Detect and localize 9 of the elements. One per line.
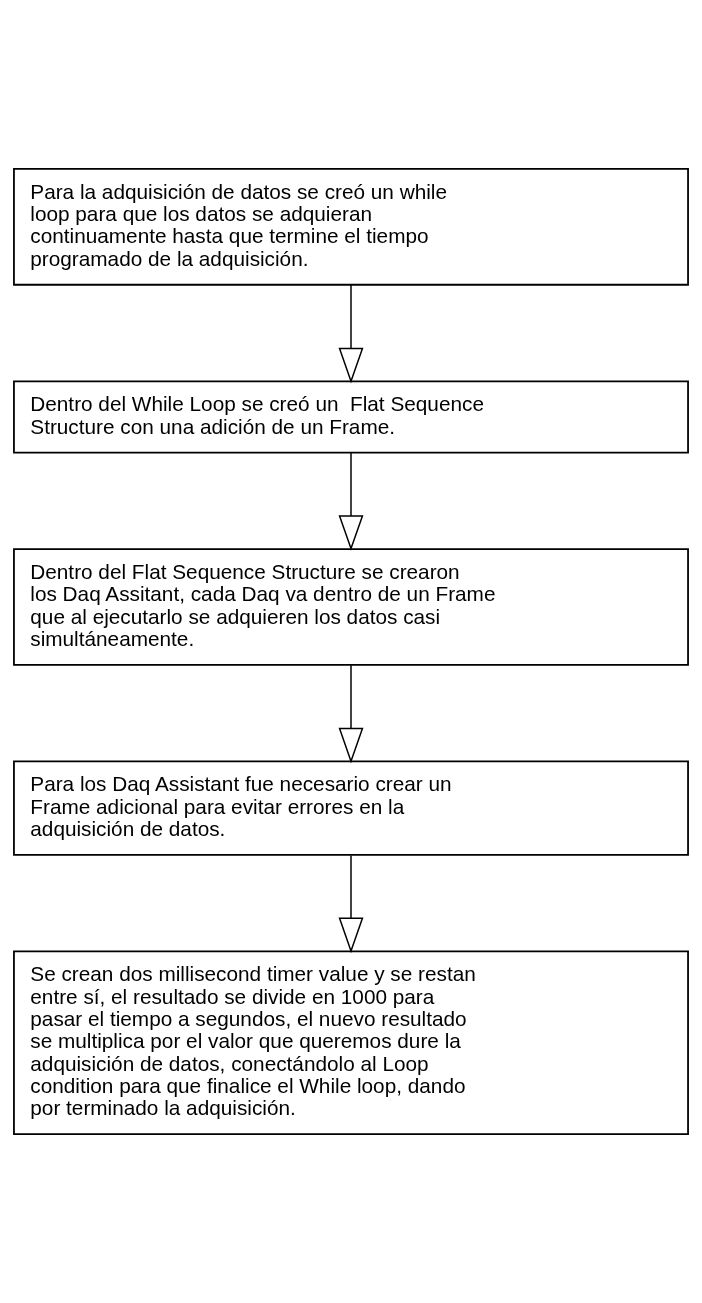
node-box: Dentro del Flat Sequence Structure se crearon los Daq Assitant, cada Daq va dentro de un Frame que al ejecutarlo se adquieren los datos casi simultáneamente. <box>13 548 689 666</box>
arrow <box>338 854 364 954</box>
node-box: Para los Daq Assistant fue necesario crear un Frame adicional para evitar errores en la adquisición de datos. <box>13 760 689 856</box>
node-box: Se crean dos millisecond timer value y se restan entre sí, el resultado se divide en 1000 para pasar el tiempo a segundos, el nuevo resultado se multiplica por el valor que queremos dure la adquisición de datos, conectándolo al Loop condition para que finalice el While loop, dando por terminado la adquisición. <box>13 950 689 1135</box>
arrow <box>338 451 364 551</box>
arrow <box>338 664 364 764</box>
node-box: Dentro del While Loop se creó un Flat Sequence Structure con una adición de un Frame. <box>13 380 689 454</box>
arrow <box>338 284 364 384</box>
node-box: Para la adquisición de datos se creó un while loop para que los datos se adquieran continuamente hasta que termine el tiempo programado de la adquisición. <box>13 168 689 286</box>
